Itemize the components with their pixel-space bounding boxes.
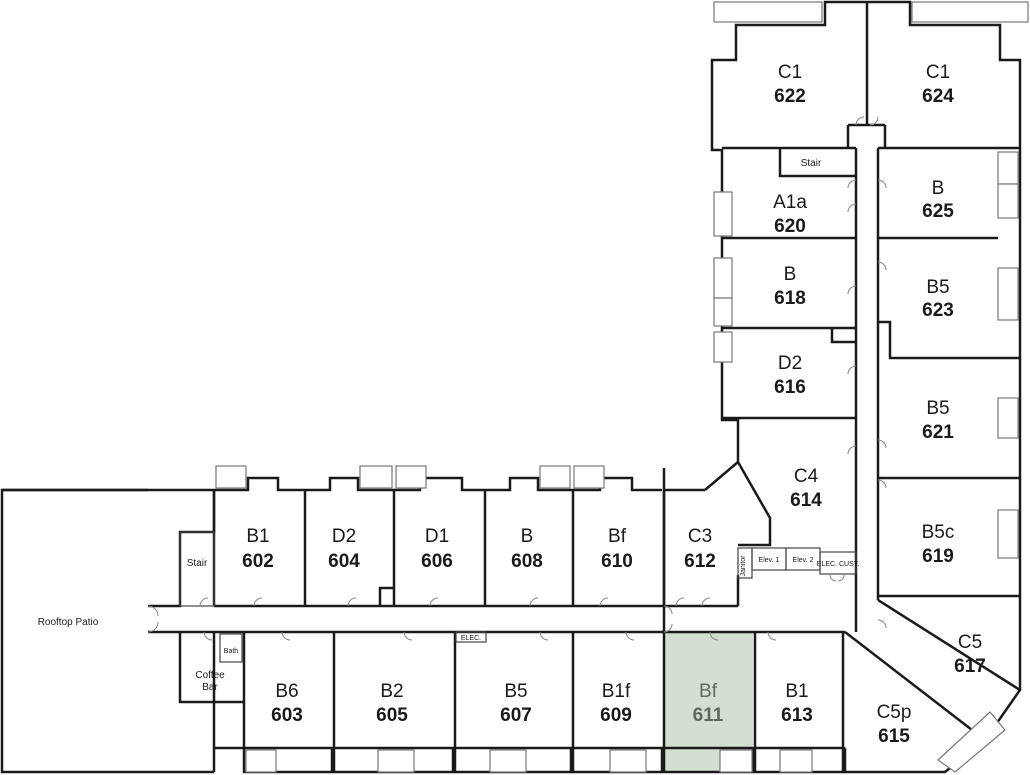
bath-label: Bath xyxy=(224,648,239,655)
unit-type: B xyxy=(932,178,945,199)
unit-number: 618 xyxy=(774,288,806,309)
stair-north-label: Stair xyxy=(801,158,822,169)
unit-608[interactable]: B 608 xyxy=(485,490,573,606)
unit-number: 622 xyxy=(774,86,806,107)
unit-type: B5 xyxy=(926,398,949,419)
unit-611[interactable]: Bf 611 xyxy=(664,632,753,748)
unit-613[interactable]: B1 613 xyxy=(755,632,843,748)
elevator-1-label: Elev. 1 xyxy=(759,557,780,564)
unit-603[interactable]: B6 603 xyxy=(244,632,334,748)
unit-617[interactable]: C5 617 xyxy=(878,600,1020,720)
unit-number: 623 xyxy=(922,300,954,321)
unit-number: 607 xyxy=(500,705,532,726)
unit-type: D1 xyxy=(425,526,449,547)
interior-walls xyxy=(178,2,1021,748)
unit-number: 617 xyxy=(954,656,986,677)
unit-619[interactable]: B5c 619 xyxy=(878,478,1020,596)
unit-614[interactable]: C4 614 xyxy=(738,418,856,548)
unit-number: 603 xyxy=(271,705,303,726)
unit-number: 613 xyxy=(781,705,813,726)
unit-type: D2 xyxy=(778,353,802,374)
unit-622[interactable]: C1 622 xyxy=(712,25,867,148)
unit-number: 616 xyxy=(774,377,806,398)
unit-number: 610 xyxy=(601,551,633,572)
unit-612[interactable]: C3 612 xyxy=(664,490,738,606)
unit-type: B1f xyxy=(602,681,631,702)
unit-type: C4 xyxy=(794,466,819,487)
unit-type: B6 xyxy=(275,681,298,702)
unit-number: 614 xyxy=(790,490,822,511)
amenity-labels: Rooftop Patio Stair Stair Coffee Bar Bat… xyxy=(38,158,860,693)
unit-615[interactable]: C5p 615 xyxy=(845,632,985,772)
unit-616[interactable]: D2 616 xyxy=(722,328,856,418)
unit-type: C5p xyxy=(877,702,912,723)
unit-609[interactable]: B1f 609 xyxy=(573,632,664,748)
unit-type: B xyxy=(521,526,534,547)
unit-625[interactable]: B 625 xyxy=(878,148,1020,238)
unit-type: B5 xyxy=(504,681,527,702)
unit-number: 609 xyxy=(600,705,632,726)
unit-number: 625 xyxy=(922,201,954,222)
unit-number: 602 xyxy=(242,551,274,572)
unit-number: 619 xyxy=(922,546,954,567)
unit-621[interactable]: B5 621 xyxy=(878,358,1020,478)
unit-number: 621 xyxy=(922,422,954,443)
unit-number: 612 xyxy=(684,551,716,572)
unit-type: B5c xyxy=(922,522,955,543)
unit-number: 606 xyxy=(421,551,453,572)
unit-type: B1 xyxy=(785,681,808,702)
unit-type: C5 xyxy=(958,632,982,653)
stair-west-label: Stair xyxy=(187,558,208,569)
unit-606[interactable]: D1 606 xyxy=(394,490,485,606)
unit-type: B1 xyxy=(246,526,269,547)
unit-type: A1a xyxy=(773,192,807,213)
unit-type: C1 xyxy=(778,62,802,83)
unit-number: 605 xyxy=(376,705,408,726)
unit-type: B xyxy=(784,264,797,285)
windows xyxy=(215,1,1029,773)
elec-corridor-label: ELEC. xyxy=(461,635,481,642)
elevator-2-label: Elev. 2 xyxy=(793,557,814,564)
unit-number: 624 xyxy=(922,86,954,107)
unit-607[interactable]: B5 607 xyxy=(455,632,573,748)
unit-type: D2 xyxy=(332,526,356,547)
unit-604[interactable]: D2 604 xyxy=(305,490,394,606)
unit-type: B2 xyxy=(380,681,403,702)
doors xyxy=(147,116,887,641)
unit-number: 611 xyxy=(693,705,724,726)
unit-602[interactable]: B1 602 xyxy=(214,490,305,606)
unit-605[interactable]: B2 605 xyxy=(334,632,455,748)
unit-610[interactable]: Bf 610 xyxy=(573,490,664,606)
unit-type: Bf xyxy=(608,526,627,547)
unit-type: Bf xyxy=(699,681,718,702)
unit-labels: B1 602 D2 604 D1 606 B 608 Bf 610 C3 612 xyxy=(214,25,1020,772)
unit-618[interactable]: B 618 xyxy=(722,238,856,328)
unit-number: 608 xyxy=(511,551,543,572)
unit-624[interactable]: C1 624 xyxy=(867,25,1020,148)
unit-type: B5 xyxy=(926,277,949,298)
unit-type: C1 xyxy=(926,62,950,83)
janitor-label: Janitor xyxy=(740,555,747,577)
unit-623[interactable]: B5 623 xyxy=(878,238,1020,358)
coffee-bar-label-line2: Bar xyxy=(202,682,218,693)
coffee-bar-label-line1: Coffee xyxy=(195,670,225,681)
unit-number: 615 xyxy=(878,726,910,747)
rooftop-patio-label: Rooftop Patio xyxy=(38,617,99,628)
unit-620[interactable]: A1a 620 xyxy=(722,148,856,238)
unit-number: 604 xyxy=(328,551,360,572)
unit-type: C3 xyxy=(688,526,712,547)
elec-cust-label: ELEC. CUST. xyxy=(817,561,859,568)
unit-number: 620 xyxy=(774,216,806,237)
